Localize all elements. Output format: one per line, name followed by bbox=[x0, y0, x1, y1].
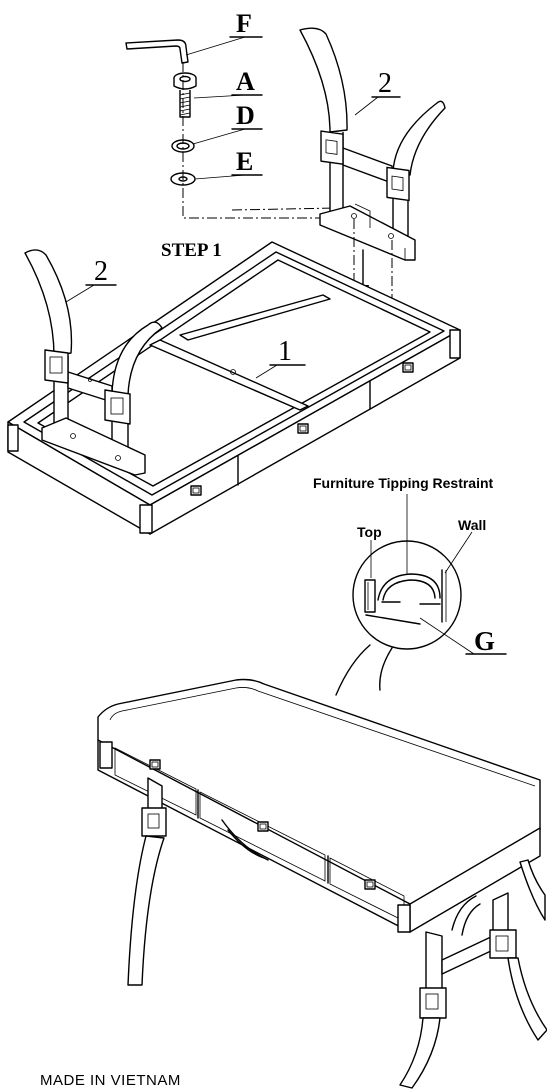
restraint-detail bbox=[335, 494, 507, 696]
drawer-handle-center bbox=[257, 821, 269, 832]
drawer-handle-left bbox=[149, 759, 161, 770]
drawer-handle-frame-left bbox=[190, 485, 202, 496]
label-part-1: 1 bbox=[278, 336, 292, 367]
drawer-handle-frame-center bbox=[297, 423, 309, 434]
made-in-footer: MADE IN VIETNAM bbox=[40, 1072, 181, 1089]
leg-left-2 bbox=[24, 249, 163, 476]
drawer-handle-frame-right bbox=[402, 362, 414, 373]
label-part-2-left: 2 bbox=[94, 256, 108, 287]
label-part-e: E bbox=[236, 147, 253, 176]
label-wall: Wall bbox=[458, 517, 486, 533]
label-top: Top bbox=[357, 524, 382, 540]
leg-right-2 bbox=[299, 27, 446, 310]
assembled-table bbox=[97, 678, 547, 1089]
drawer-handle-right bbox=[364, 879, 376, 890]
allen-key-f bbox=[125, 36, 263, 64]
label-part-a: A bbox=[236, 67, 255, 96]
label-restraint-title: Furniture Tipping Restraint bbox=[313, 475, 494, 491]
label-part-2-right: 2 bbox=[378, 68, 392, 99]
hardware-group bbox=[125, 36, 348, 219]
label-part-d: D bbox=[236, 101, 255, 130]
label-part-g: G bbox=[474, 626, 495, 656]
label-part-f: F bbox=[236, 9, 252, 38]
bolt-a bbox=[173, 72, 263, 118]
label-step: STEP 1 bbox=[161, 240, 222, 261]
